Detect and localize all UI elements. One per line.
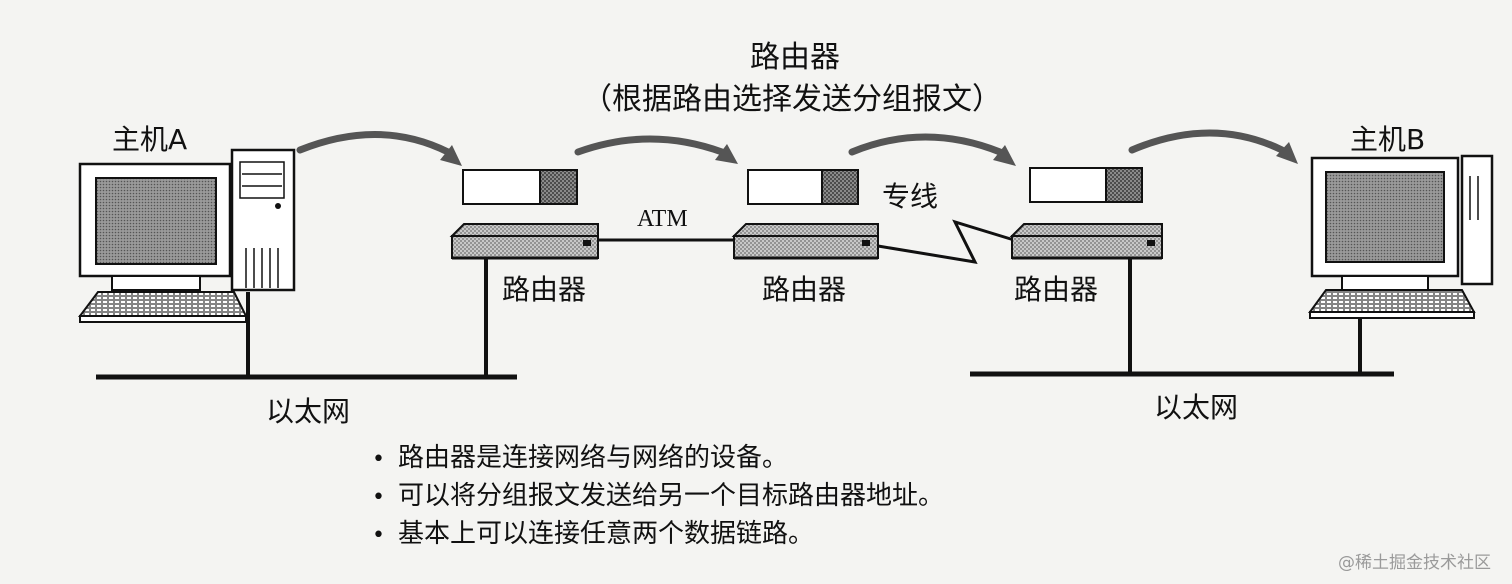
router-1-label: 路由器 (502, 273, 587, 306)
host-a-label: 主机A (112, 123, 188, 156)
diagram-subtitle: （根据路由选择发送分组报文） (582, 82, 1002, 117)
ethernet-left-label: 以太网 (266, 395, 351, 428)
packet-3 (1029, 167, 1143, 203)
host-a-computer (78, 148, 296, 323)
note-item: • 基本上可以连接任意两个数据链路。 (372, 516, 944, 554)
note-item: • 路由器是连接网络与网络的设备。 (372, 440, 944, 478)
bullet: • (372, 485, 385, 510)
note-text: 可以将分组报文发送给另一个目标路由器地址。 (398, 481, 945, 511)
arrow-router3-hostB (1128, 129, 1286, 154)
ethernet-right-label: 以太网 (1154, 391, 1239, 424)
watermark-text: @稀土掘金技术社区 (1338, 553, 1491, 573)
note-item: • 可以将分组报文发送给另一个目标路由器地址。 (372, 478, 944, 516)
note-text: 基本上可以连接任意两个数据链路。 (398, 519, 815, 549)
arrow-router1-router2 (574, 135, 726, 156)
arrow-head (1276, 142, 1298, 164)
arrow-router2-router3 (848, 133, 1004, 156)
note-text: 路由器是连接网络与网络的设备。 (398, 443, 789, 473)
arrow-head (993, 145, 1016, 166)
leased-line-label: 专线 (882, 180, 939, 213)
diagram-title: 路由器 (750, 40, 840, 75)
bullet: • (372, 447, 385, 472)
packet-1 (462, 169, 578, 205)
router-3-label: 路由器 (1014, 273, 1099, 306)
arrow-head (715, 144, 738, 164)
bullet: • (372, 523, 385, 548)
arrow-head (440, 145, 462, 166)
router-2-device (731, 223, 879, 260)
leased-line-link (877, 219, 1015, 264)
host-b-computer (1308, 154, 1494, 319)
router-3-device (1009, 223, 1163, 260)
router-1-device (449, 223, 599, 260)
packet-2 (747, 169, 859, 205)
notes-list: • 路由器是连接网络与网络的设备。 • 可以将分组报文发送给另一个目标路由器地址… (372, 440, 944, 554)
arrow-hostA-router1 (296, 131, 452, 156)
router-2-label: 路由器 (762, 273, 847, 306)
atm-label: ATM (637, 206, 688, 232)
host-b-label: 主机B (1350, 123, 1426, 156)
